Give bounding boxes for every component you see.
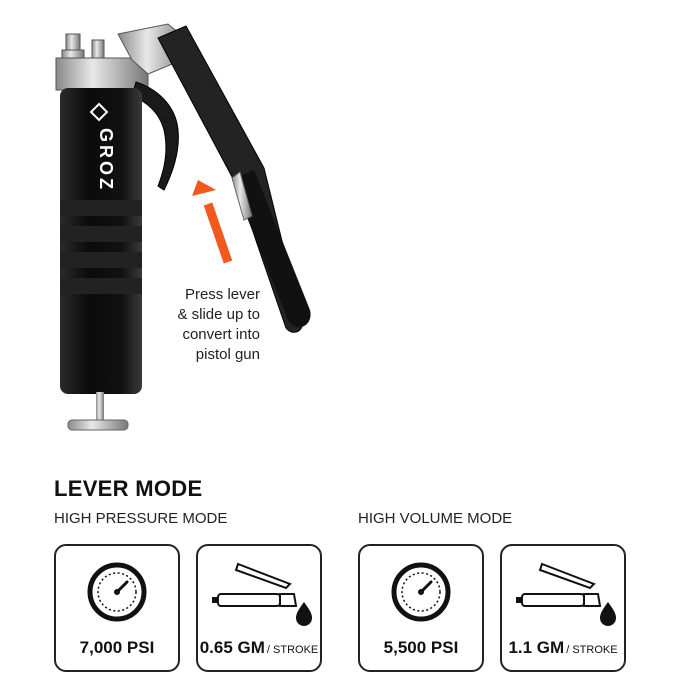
hv-volume-value: 1.1 GM/ STROKE [502, 638, 624, 658]
hp-pressure-card: 7,000 PSI [54, 544, 180, 672]
nozzle-fittings [61, 33, 105, 59]
callout-line-2: & slide up to [177, 306, 260, 323]
hv-volume-text: 1.1 GM [508, 638, 565, 657]
hv-pressure-card: 5,500 PSI [358, 544, 484, 672]
hp-pressure-value: 7,000 PSI [56, 638, 178, 658]
callout-line-1: Press lever [184, 286, 260, 303]
barrel-grip-bands [60, 200, 142, 294]
hv-pressure-value: 5,500 PSI [360, 638, 482, 658]
hv-volume-card: 1.1 GM/ STROKE [500, 544, 626, 672]
hp-volume-text: 0.65 GM [199, 638, 265, 657]
hp-volume-card: 0.65 GM/ STROKE [196, 544, 322, 672]
callout-line-3: convert into [182, 326, 260, 343]
callout-instruction: Press lever & slide up to convert into p… [150, 285, 260, 365]
pressure-gauge-icon [87, 562, 147, 622]
gun-head [55, 57, 149, 91]
lever-grip-sleeve [232, 170, 311, 328]
high-volume-mode-label: HIGH VOLUME MODE [358, 510, 513, 527]
hp-pressure-text: 7,000 PSI [79, 638, 155, 657]
high-pressure-mode-label: HIGH PRESSURE MODE [54, 510, 228, 527]
brand-logo-text: GROZ [96, 128, 116, 192]
hv-volume-unit: / STROKE [566, 644, 618, 656]
front-grip [131, 81, 179, 191]
hv-pressure-text: 5,500 PSI [383, 638, 459, 657]
slide-up-arrow-icon [192, 180, 233, 264]
lever-clip [231, 171, 253, 221]
brand-logo: GROZ [89, 102, 116, 192]
callout-line-4: pistol gun [195, 346, 260, 363]
plunger-handle [67, 392, 129, 431]
pressure-gauge-icon [391, 562, 451, 622]
grease-gun-illustration: GROZ [55, 23, 311, 431]
hp-volume-value: 0.65 GM/ STROKE [198, 638, 320, 658]
grease-gun-drop-icon [516, 562, 616, 626]
hp-volume-unit: / STROKE [266, 644, 319, 656]
grease-gun-drop-icon [212, 562, 312, 626]
section-title: LEVER MODE [54, 476, 203, 501]
